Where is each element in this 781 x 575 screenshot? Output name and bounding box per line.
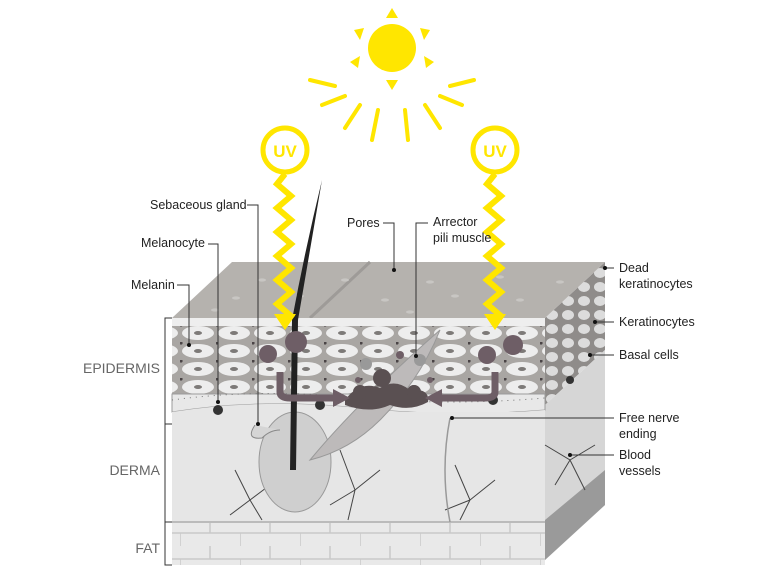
label-melanocyte: Melanocyte <box>141 236 205 250</box>
label-pores: Pores <box>347 216 380 230</box>
skin-block-side <box>545 262 605 405</box>
label-keratinocytes: Keratinocytes <box>619 315 695 329</box>
label-sebaceous-gland: Sebaceous gland <box>150 198 247 212</box>
label-free-nerve-ending-line1: Free nerve <box>619 411 679 425</box>
skin-surface <box>172 262 605 318</box>
label-arrector-pili-line2: pili muscle <box>433 231 491 245</box>
label-arrector-pili-line1: Arrector <box>433 215 477 229</box>
label-basal-cells: Basal cells <box>619 348 679 362</box>
layer-epidermis-label: EPIDERMIS <box>83 360 160 376</box>
hair <box>290 180 322 470</box>
label-dead-keratinocytes-line1: Dead <box>619 261 649 275</box>
layer-fat-label: FAT <box>135 540 160 556</box>
label-dead-keratinocytes-line2: keratinocytes <box>619 277 693 291</box>
blood-vessels <box>229 417 596 523</box>
melanin-transfer-arrows <box>276 372 499 402</box>
label-blood-vessels-line1: Blood <box>619 448 651 462</box>
label-melanin: Melanin <box>131 278 175 292</box>
uv-label-left: UV <box>273 142 297 161</box>
uv-ray-left <box>260 125 310 330</box>
label-free-nerve-ending-line2: ending <box>619 427 657 441</box>
melanin-cluster <box>345 369 429 410</box>
uv-ray-right <box>470 125 520 330</box>
label-blood-vessels-line2: vessels <box>619 464 661 478</box>
pores <box>211 275 564 314</box>
melanocytes <box>213 331 574 415</box>
fat-layer <box>172 522 545 565</box>
sun-icon <box>308 8 476 142</box>
uv-label-right: UV <box>483 142 507 161</box>
layer-derma-label: DERMA <box>109 462 160 478</box>
